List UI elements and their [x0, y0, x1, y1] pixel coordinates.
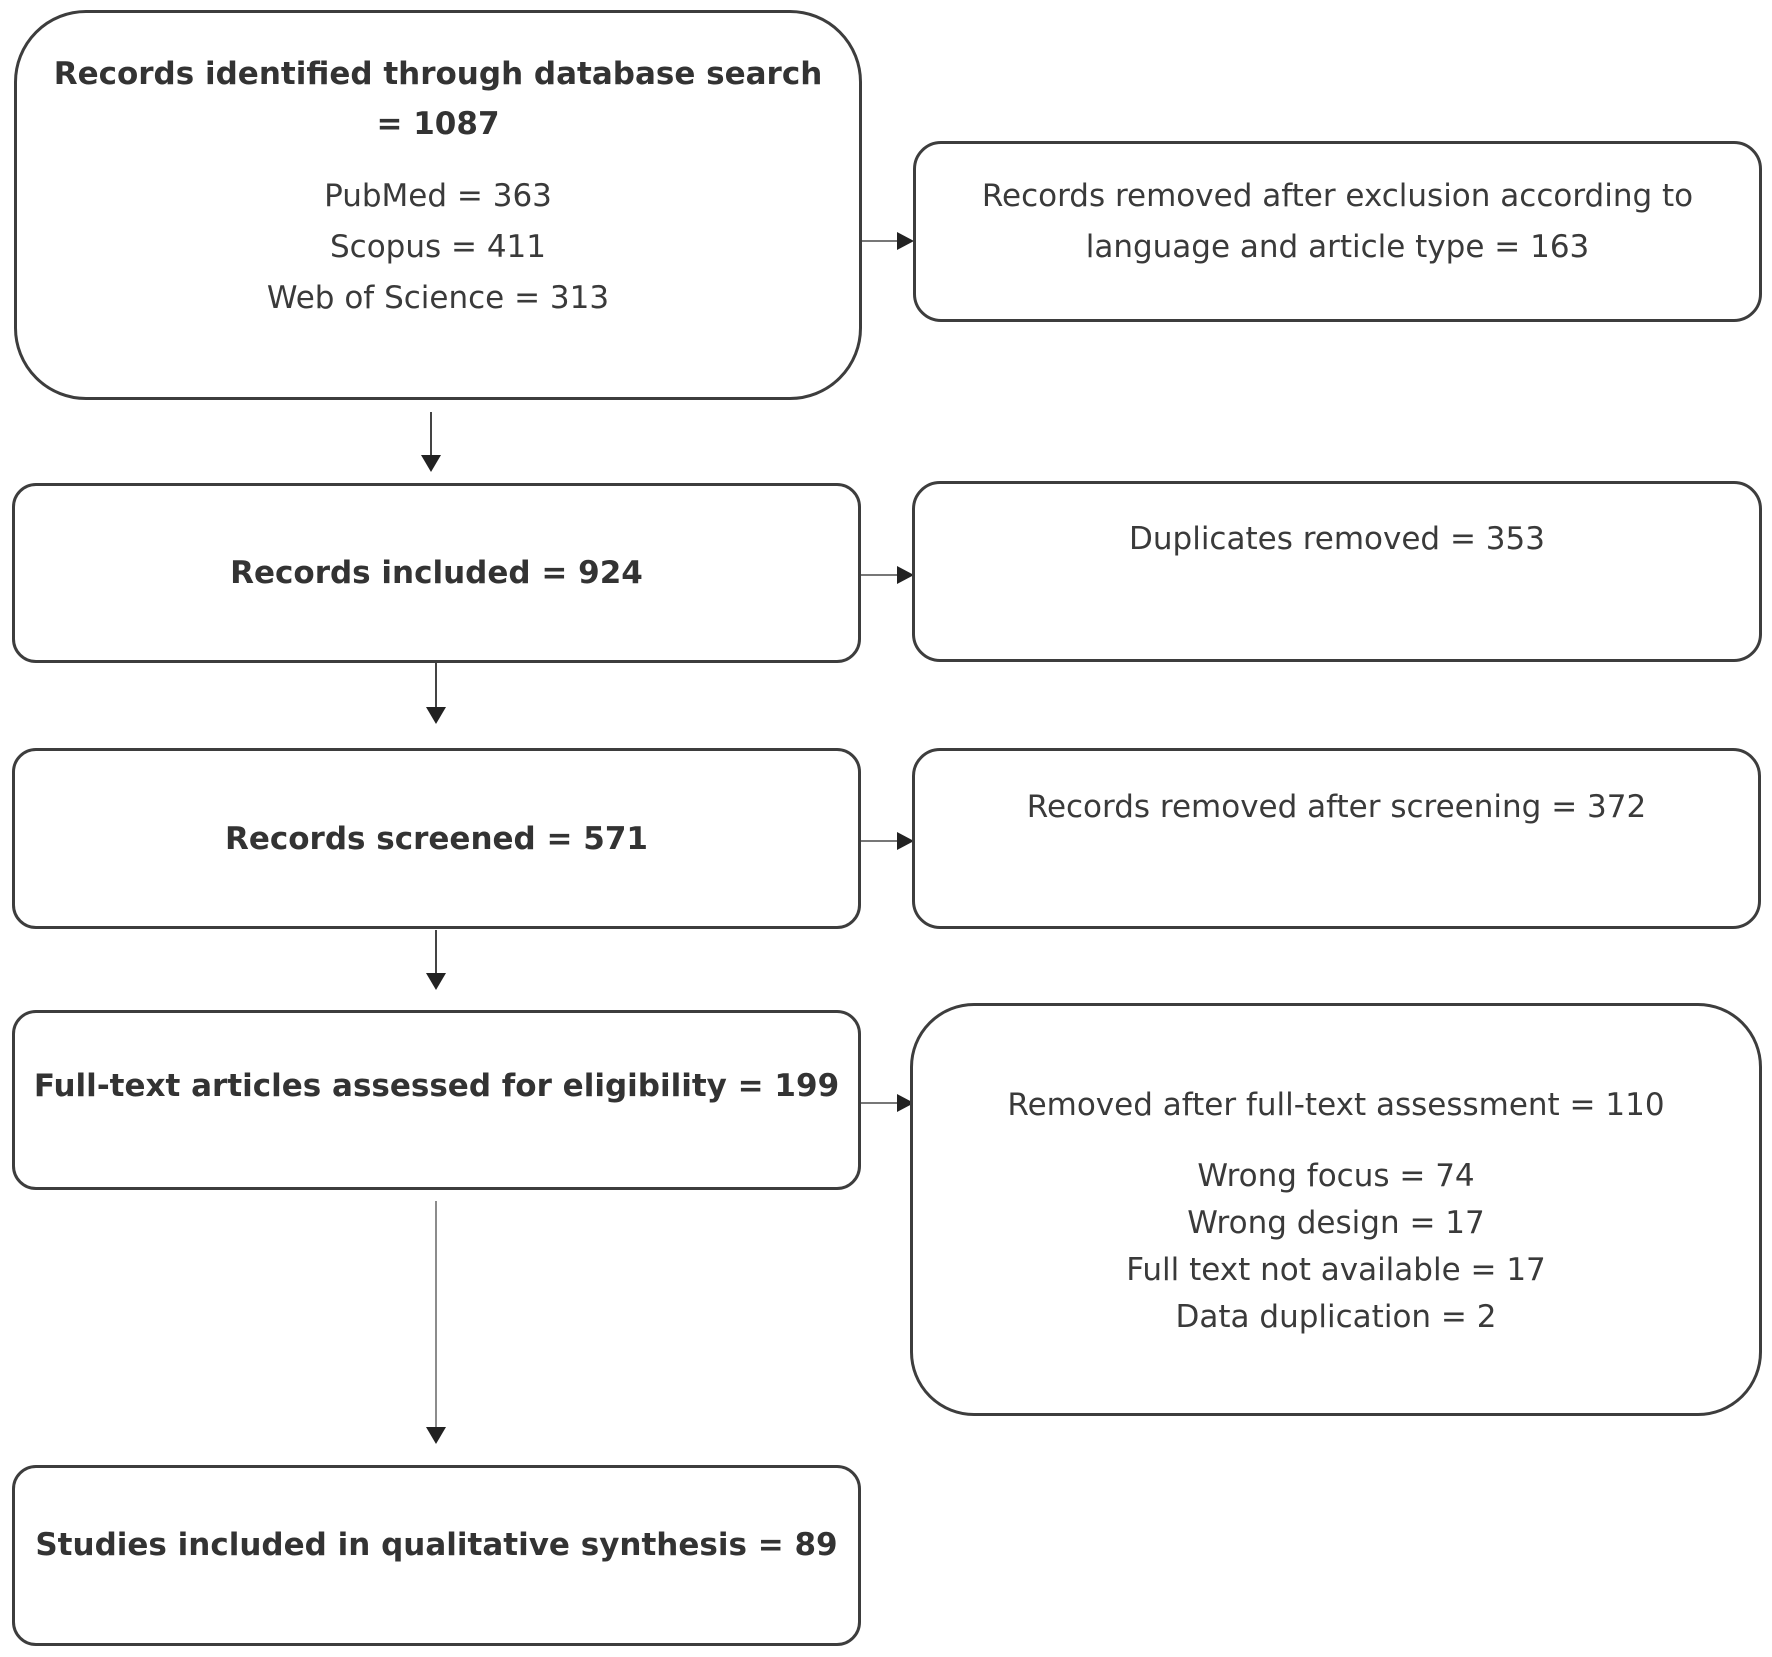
- synthesis-label: Studies included in qualitative synthesi…: [35, 1527, 838, 1563]
- removed-fulltext-title: Removed after full-text assessment = 110: [1007, 1087, 1665, 1123]
- duplicates-label: Duplicates removed = 353: [1129, 521, 1545, 557]
- identified-title-line1: Records identified through database sear…: [53, 56, 823, 92]
- reason-data-duplication: Data duplication = 2: [1175, 1299, 1497, 1335]
- source-web-of-science: Web of Science = 313: [266, 280, 610, 316]
- arrowhead-1: [421, 455, 441, 472]
- included-label: Records included = 924: [230, 555, 643, 591]
- included-box: Records included = 924: [12, 483, 861, 663]
- fulltext-label: Full-text articles assessed for eligibil…: [33, 1068, 840, 1104]
- source-pubmed: PubMed = 363: [324, 178, 552, 214]
- reason-wrong-design: Wrong design = 17: [1187, 1205, 1485, 1241]
- screened-label: Records screened = 571: [224, 820, 648, 857]
- arrowhead-3: [426, 973, 446, 990]
- removed-fulltext-box: Removed after full-text assessment = 110…: [910, 1003, 1762, 1416]
- synthesis-box: Studies included in qualitative synthesi…: [12, 1465, 861, 1646]
- source-scopus: Scopus = 411: [329, 229, 547, 265]
- reason-full-text-not-available: Full text not available = 17: [1126, 1252, 1546, 1288]
- removed-screening-box: Records removed after screening = 372: [912, 748, 1761, 929]
- excluded-language-box: Records removed after exclusion accordin…: [913, 141, 1762, 322]
- removed-screening-label: Records removed after screening = 372: [1026, 789, 1647, 825]
- identified-title-line2: = 1087: [376, 106, 500, 142]
- screened-box: Records screened = 571: [12, 748, 861, 929]
- arrowhead-4: [426, 1427, 446, 1444]
- identified-box: Records identified through database sear…: [14, 10, 862, 400]
- duplicates-box: Duplicates removed = 353: [912, 481, 1762, 662]
- arrowhead-5: [897, 232, 914, 250]
- arrowhead-2: [426, 707, 446, 724]
- excluded-language-line2: language and article type = 163: [1085, 229, 1590, 265]
- horizontal-arrows: [861, 232, 914, 1112]
- reason-wrong-focus: Wrong focus = 74: [1197, 1158, 1475, 1194]
- excluded-language-line1: Records removed after exclusion accordin…: [981, 178, 1694, 214]
- fulltext-box: Full-text articles assessed for eligibil…: [12, 1010, 861, 1190]
